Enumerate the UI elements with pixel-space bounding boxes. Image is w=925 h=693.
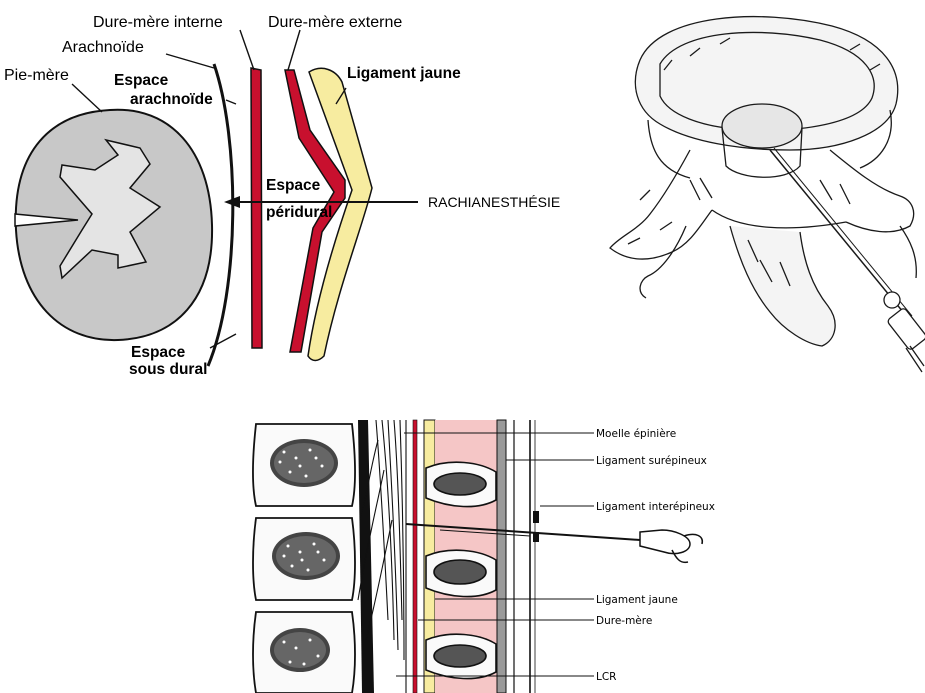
syringe-body <box>887 307 925 350</box>
leader-espace-sous-dural <box>210 334 236 348</box>
leader-espace-arachnoide <box>226 100 236 104</box>
label-dure-mere-externe: Dure-mère externe <box>268 14 402 31</box>
spinal-canal <box>722 104 802 148</box>
label-dure-mere-interne: Dure-mère interne <box>93 14 223 31</box>
label-ligament-surepineux: Ligament surépineux <box>596 455 707 467</box>
spinous-processes <box>426 462 496 678</box>
spinous-process <box>730 226 835 346</box>
label-moelle-epiniere: Moelle épinière <box>596 428 676 440</box>
label-espace-peridural-2: péridural <box>266 204 332 221</box>
label-espace-sous-dural-2: sous dural <box>129 361 207 378</box>
label-espace-arachnoide-2: arachnoïde <box>130 91 213 108</box>
label-ligament-jaune: Ligament jaune <box>347 65 461 82</box>
vertebra-sketch-illustration <box>610 17 925 372</box>
label-espace-arachnoide-1: Espace <box>114 72 169 89</box>
label-ligament-interepineux: Ligament interépineux <box>596 501 715 513</box>
label-pie-mere: Pie-mère <box>4 67 69 84</box>
dura-mater-inner <box>251 68 262 348</box>
leader-dure-mere-interne <box>240 30 254 70</box>
leader-pie-mere <box>72 84 102 112</box>
supraspinous-ligament <box>497 420 506 693</box>
label-espace-peridural-1: Espace <box>266 177 321 194</box>
label-lcr: LCR <box>596 671 616 683</box>
cross-section-diagram: Dure-mère interne Dure-mère externe Arac… <box>4 14 560 378</box>
sagittal-section-diagram: Moelle épinière Ligament surépineux Liga… <box>253 420 715 693</box>
label-espace-sous-dural-1: Espace <box>131 344 186 361</box>
dura-mater-sagittal <box>413 420 417 693</box>
label-dure-mere: Dure-mère <box>596 615 652 627</box>
label-arachnoide: Arachnoïde <box>62 39 144 56</box>
leader-dure-mere-externe <box>288 30 300 70</box>
label-rachianesthesie: RACHIANESTHÉSIE <box>428 194 560 210</box>
leader-arachnoide <box>166 54 214 68</box>
needle-hub <box>884 292 900 308</box>
label-ligament-jaune-sagittal: Ligament jaune <box>596 594 678 606</box>
